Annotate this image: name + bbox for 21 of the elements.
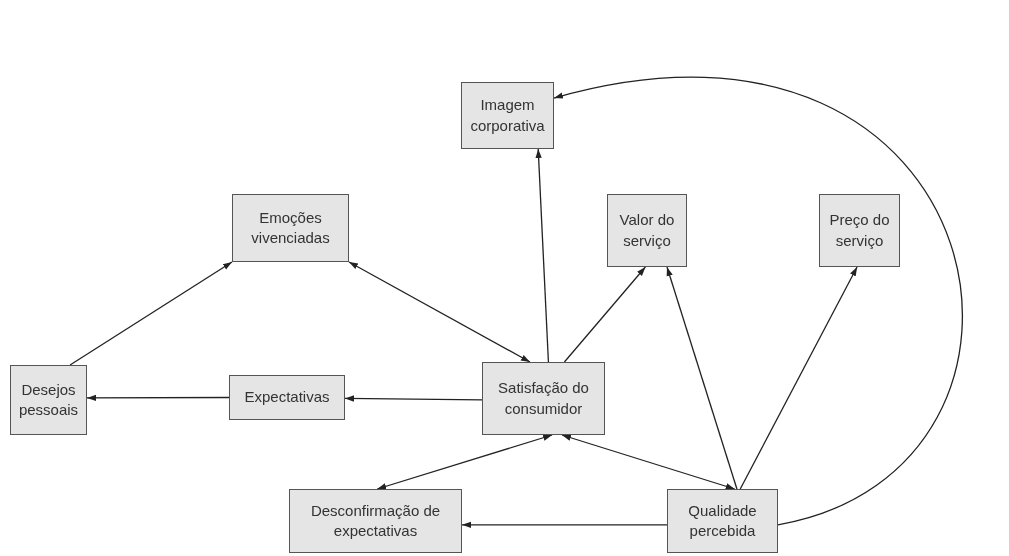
concept-box: Preço do serviço	[819, 194, 900, 267]
arrow	[535, 148, 550, 363]
concept-box: Valor do serviço	[607, 194, 687, 267]
arrow	[563, 266, 647, 363]
concept-box: Expectativas	[229, 375, 345, 420]
concept-box: Imagem corporativa	[461, 82, 554, 149]
concept-box: Qualidade percebida	[667, 489, 778, 553]
arrow	[376, 434, 553, 490]
concept-box: Desconfirmação de expectativas	[289, 489, 462, 553]
arrow	[344, 395, 483, 402]
arrow	[69, 261, 233, 366]
arrow	[666, 266, 738, 490]
arrow	[86, 394, 230, 401]
arrow	[739, 266, 858, 490]
arrow	[561, 434, 736, 490]
concept-box: Emoções vivenciadas	[232, 194, 349, 262]
concept-box: Desejos pessoais	[10, 365, 87, 435]
arrow	[553, 77, 963, 526]
arrow	[348, 261, 531, 363]
concept-box: Satisfação do consumidor	[482, 362, 605, 435]
arrow	[461, 521, 668, 528]
